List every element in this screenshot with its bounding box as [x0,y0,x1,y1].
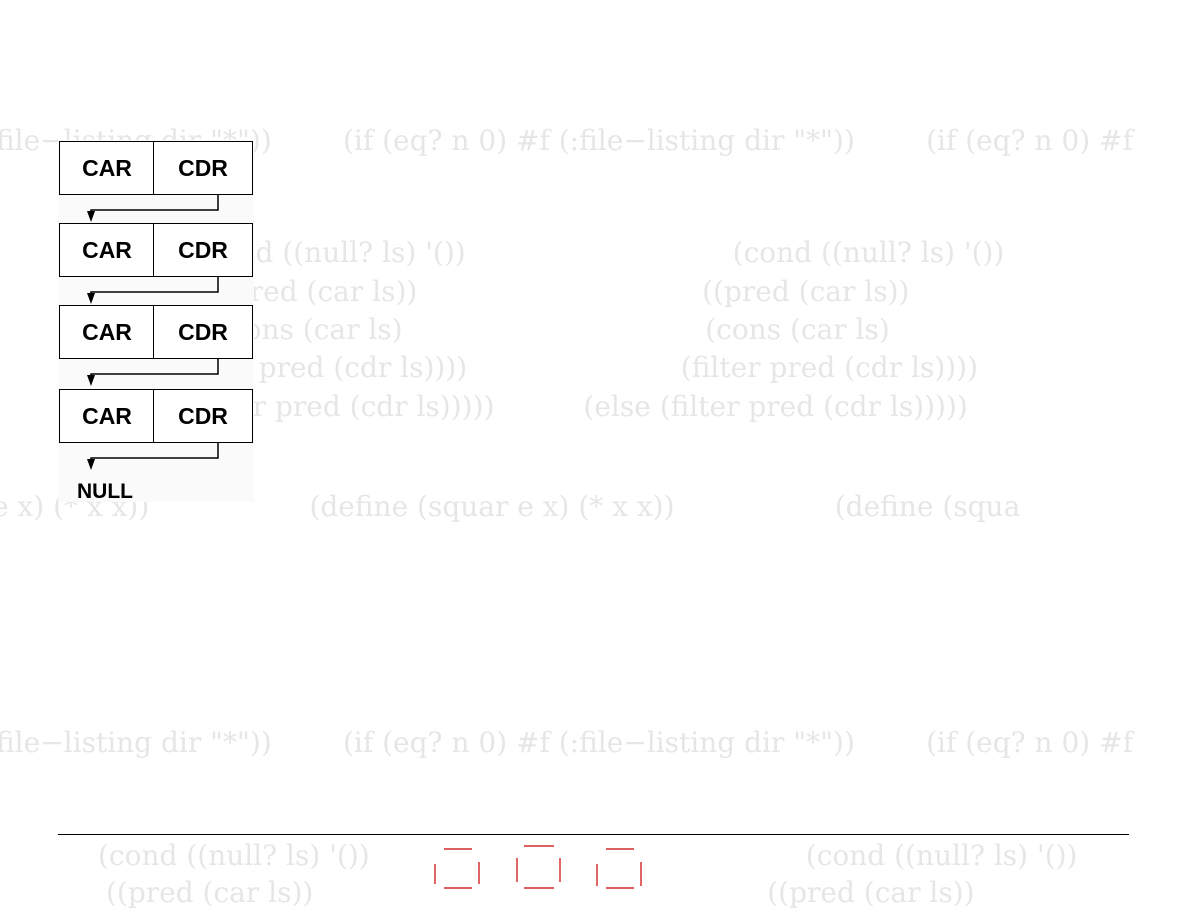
background-code-line: ((pred (car ls)) ((pred (car ls)) [106,876,975,909]
nav-icon-2[interactable] [514,844,564,890]
background-code-line: (cond ((null? ls) '()) (cond ((null? ls)… [98,839,1078,872]
pointer-arrow [90,443,219,464]
footer-divider [58,834,1129,835]
background-code-line: file−listing dir "*")) (if (eq? n 0) #f … [0,726,1133,759]
null-terminator-label: NULL [77,480,133,503]
background-code-line: (cons (car ls) (cons (car ls) [218,313,890,346]
arrow-head [87,293,95,304]
car-cell: CAR [59,223,155,277]
nav-icon-1[interactable] [432,846,482,892]
background-code-line: (filter pred (cdr ls)))) (filter pred (c… [170,351,979,384]
pointer-arrow [90,195,219,216]
pointer-arrows [87,195,219,470]
background-code-line: file−listing dir "*")) (if (eq? n 0) #f … [0,124,1133,157]
car-cell: CAR [59,389,155,443]
cdr-cell: CDR [153,389,253,443]
cdr-cell: CDR [153,223,253,277]
nav-icon-3[interactable] [594,846,644,892]
arrow-head [87,375,95,386]
background-code-line: ((pred (car ls)) ((pred (car ls)) [210,275,910,308]
background-code-line: (cond ((null? ls) '()) (cond ((null? ls)… [194,236,1005,269]
cdr-cell: CDR [153,305,253,359]
cdr-cell: CDR [153,141,253,195]
arrow-head [87,211,95,222]
pointer-arrow [90,277,219,298]
arrow-head [87,459,95,470]
pointer-arrow [90,359,219,380]
car-cell: CAR [59,141,155,195]
linked-list-diagram: CAR CDR CAR CDR CAR CDR CAR CDR NULL [58,140,254,503]
